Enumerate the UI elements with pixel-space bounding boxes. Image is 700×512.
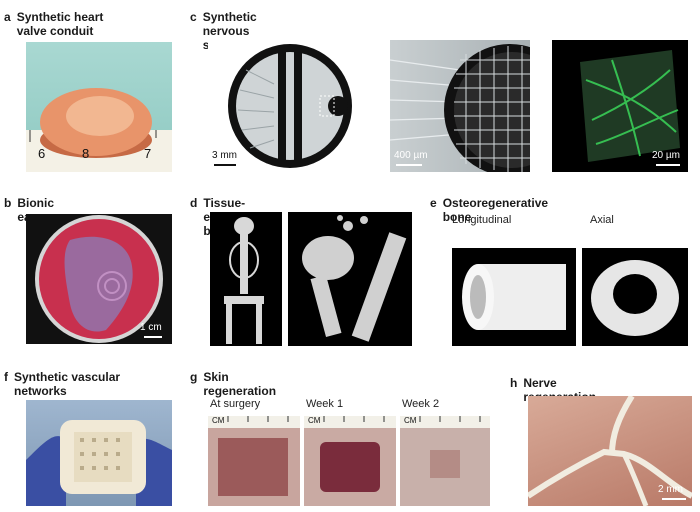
sublabel-axial: Axial bbox=[590, 214, 614, 226]
bone-axial-photo bbox=[582, 248, 688, 346]
scale-bar bbox=[656, 164, 680, 166]
scale-bar bbox=[144, 336, 162, 338]
scale-label: 400 µm bbox=[394, 150, 428, 161]
ruler-label: CM bbox=[308, 416, 321, 425]
ruler-number: 6 bbox=[38, 146, 46, 161]
scale-label: 3 mm bbox=[212, 150, 237, 161]
nervous-system-fluorescence: 20 µm bbox=[552, 40, 688, 172]
bone-longitudinal-photo bbox=[452, 248, 576, 346]
scale-bar bbox=[662, 498, 686, 500]
skin-at-surgery-photo: CM bbox=[208, 416, 300, 506]
panel-e-label: e Osteoregenerative bone bbox=[430, 196, 548, 224]
sublabel-longitudinal: Longitudinal bbox=[452, 214, 512, 226]
panel-title: Skin regeneration bbox=[203, 370, 277, 398]
panel-title: Osteoregenerative bone bbox=[442, 196, 549, 224]
panel-title: Synthetic heart valve conduit bbox=[16, 10, 104, 38]
scale-label: 2 mm bbox=[658, 484, 683, 495]
nervous-system-overview: 3 mm bbox=[208, 40, 372, 172]
vascular-network-photo bbox=[26, 400, 172, 506]
panel-letter: e bbox=[430, 196, 437, 210]
scale-bar bbox=[214, 164, 236, 166]
ruler-label: CM bbox=[212, 416, 225, 425]
scale-bar bbox=[396, 164, 422, 166]
bone-ct-full-body bbox=[210, 212, 282, 346]
panel-letter: f bbox=[4, 370, 8, 384]
panel-f-label: f Synthetic vascular networks bbox=[4, 370, 164, 398]
panel-letter: c bbox=[190, 10, 197, 24]
sublabel-week-2: Week 2 bbox=[402, 398, 440, 410]
skin-week-2-photo: CM bbox=[400, 416, 490, 506]
ruler-number: 7 bbox=[144, 146, 152, 161]
sublabel-week-1: Week 1 bbox=[306, 398, 344, 410]
bone-ct-closeup bbox=[288, 212, 412, 346]
panel-letter: d bbox=[190, 196, 198, 210]
bionic-ear-photo: 1 cm bbox=[26, 214, 172, 344]
panel-g-label: g Skin regeneration bbox=[190, 370, 276, 398]
nervous-system-detail: 400 µm bbox=[390, 40, 530, 172]
skin-week-1-photo: CM bbox=[304, 416, 396, 506]
heart-valve-photo: 6 8 7 bbox=[26, 42, 172, 172]
panel-letter: a bbox=[4, 10, 11, 24]
panel-letter: h bbox=[510, 376, 518, 390]
panel-a-label: a Synthetic heart valve conduit bbox=[4, 10, 154, 38]
scale-label: 1 cm bbox=[140, 322, 162, 333]
panel-letter: b bbox=[4, 196, 12, 210]
ruler-number: 8 bbox=[82, 146, 90, 161]
sublabel-at-surgery: At surgery bbox=[210, 398, 261, 410]
scale-label: 20 µm bbox=[652, 150, 680, 161]
panel-title: Synthetic vascular networks bbox=[14, 370, 121, 398]
nerve-regeneration-photo: 2 mm bbox=[528, 396, 692, 506]
panel-letter: g bbox=[190, 370, 198, 384]
ruler-label: CM bbox=[404, 416, 417, 425]
